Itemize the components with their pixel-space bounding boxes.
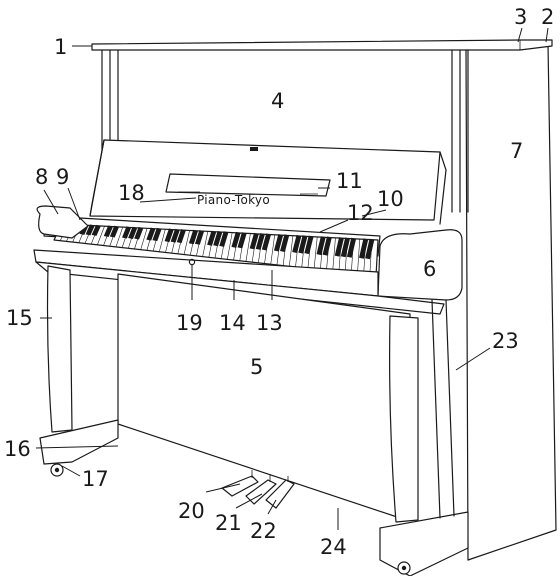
black-key — [334, 237, 344, 257]
black-key — [255, 233, 265, 250]
white-key-divider — [158, 229, 166, 252]
leader-lines — [35, 27, 549, 530]
black-key — [103, 225, 114, 237]
callout-5: 5 — [250, 355, 263, 379]
fallboard-lock — [250, 147, 258, 151]
callout-23: 23 — [492, 329, 519, 353]
black-key — [304, 235, 314, 255]
black-key — [170, 228, 180, 243]
black-key — [365, 238, 375, 260]
black-key — [122, 226, 132, 239]
black-key — [273, 234, 284, 252]
black-key — [316, 236, 326, 256]
white-key-divider — [202, 231, 209, 257]
brand-name: Piano-Tokyo — [197, 193, 270, 207]
white-key-divider — [140, 228, 148, 250]
black-key — [322, 236, 332, 256]
callout-20: 20 — [178, 499, 205, 523]
callout-11: 11 — [336, 169, 363, 193]
black-key — [164, 228, 174, 243]
black-key — [249, 232, 259, 250]
left-cheek — [36, 205, 89, 239]
white-key-divider — [313, 236, 318, 270]
top-lid — [91, 39, 553, 51]
black-key — [340, 237, 351, 258]
callout-6: 6 — [423, 257, 436, 281]
white-key-divider — [357, 239, 361, 274]
callout-8: 8 — [35, 165, 48, 189]
white-key-divider — [270, 234, 275, 265]
black-key — [280, 234, 290, 253]
callout-2: 2 — [541, 5, 554, 29]
callout-17: 17 — [82, 467, 109, 491]
white-key-divider — [183, 230, 190, 255]
callout-19: 19 — [176, 311, 203, 335]
upper-frame-right — [451, 49, 469, 213]
black-key — [219, 231, 229, 247]
black-key — [109, 225, 120, 238]
right-leg — [389, 315, 419, 523]
right-toe-block — [379, 511, 469, 576]
black-key — [152, 227, 162, 242]
right-cheek — [377, 229, 463, 301]
keys — [59, 223, 375, 276]
callout-15: 15 — [6, 306, 33, 330]
black-key — [261, 233, 272, 251]
white-key-divider — [332, 237, 336, 272]
music-rest — [165, 173, 331, 197]
callout-7: 7 — [510, 139, 523, 163]
black-key — [346, 237, 357, 258]
side-panel — [465, 43, 557, 561]
left-leg — [46, 265, 73, 433]
black-key — [194, 230, 205, 245]
white-key-divider — [97, 226, 105, 245]
black-key — [91, 224, 101, 236]
black-key — [207, 230, 217, 246]
white-key-divider — [227, 232, 233, 260]
left-toe-block — [39, 419, 119, 465]
right-side-rail — [431, 299, 455, 519]
black-key — [188, 229, 199, 245]
callout-14: 14 — [219, 311, 246, 335]
black-key — [134, 227, 144, 240]
black-key — [176, 229, 186, 244]
callout-21: 21 — [215, 511, 242, 535]
callout-12: 12 — [347, 201, 374, 225]
callout-numbers: 1 2 3 4 5 6 7 8 9 10 11 12 13 14 15 16 1… — [4, 5, 554, 559]
callout-22: 22 — [250, 519, 277, 543]
soft-pedal — [221, 475, 259, 497]
white-key-divider — [245, 233, 251, 262]
black-key — [292, 235, 302, 254]
black-key — [231, 231, 241, 248]
keybed — [35, 261, 445, 315]
black-key — [146, 227, 156, 241]
callout-18: 18 — [118, 181, 145, 205]
black-key — [128, 226, 138, 240]
white-key-divider — [289, 235, 294, 267]
callout-24: 24 — [320, 535, 347, 559]
callout-10: 10 — [377, 187, 404, 211]
callout-4: 4 — [271, 89, 284, 113]
callout-1: 1 — [54, 35, 67, 59]
black-key — [85, 224, 95, 236]
practice-pedal — [245, 479, 277, 505]
pedals — [221, 470, 295, 509]
callout-3: 3 — [514, 5, 527, 29]
black-key — [298, 235, 308, 254]
callout-9: 9 — [56, 165, 69, 189]
white-key-divider — [115, 226, 124, 248]
black-key — [213, 231, 223, 247]
black-key — [237, 232, 247, 249]
callout-13: 13 — [256, 311, 283, 335]
callout-16: 16 — [4, 437, 31, 461]
black-key — [359, 238, 369, 259]
